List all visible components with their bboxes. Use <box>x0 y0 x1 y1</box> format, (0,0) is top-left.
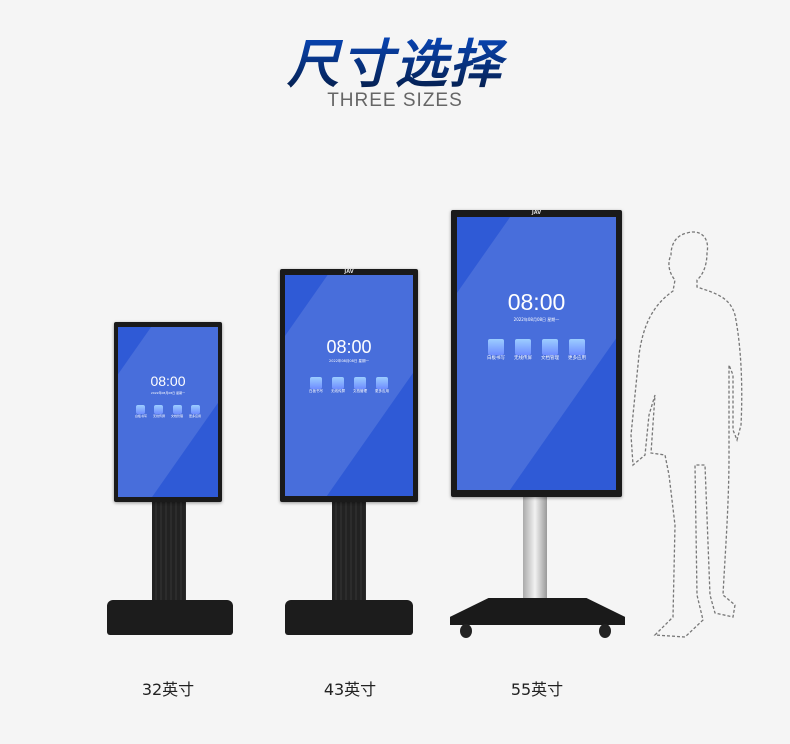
app-list: 白板书写 无线传屏 文档管理 更多应用 <box>457 339 616 361</box>
app-documents[interactable]: 文档管理 <box>171 405 183 418</box>
person-silhouette-icon <box>630 231 743 638</box>
app-whiteboard[interactable]: 白板书写 <box>487 339 505 361</box>
app-list: 白板书写 无线传屏 文档管理 更多应用 <box>285 377 413 394</box>
size-label-43: 43英寸 <box>323 680 377 699</box>
cart-base-55 <box>450 598 625 625</box>
app-list: 白板书写 无线传屏 文档管理 更多应用 <box>118 405 218 418</box>
app-screen-cast[interactable]: 无线传屏 <box>514 339 532 361</box>
size-label-32: 32英寸 <box>141 680 195 699</box>
clock-date: 2022年08月08日 星期一 <box>513 317 560 322</box>
page-title: 尺寸选择 <box>0 22 790 97</box>
app-more[interactable]: 更多应用 <box>189 405 201 418</box>
clock-time: 08:00 <box>507 289 566 315</box>
app-whiteboard[interactable]: 白板书写 <box>309 377 323 394</box>
app-more[interactable]: 更多应用 <box>568 339 586 361</box>
brand-logo: JAV <box>531 210 542 216</box>
app-documents[interactable]: 文档管理 <box>353 377 367 394</box>
clock-date: 2022年08月08日 星期一 <box>329 359 369 363</box>
display-screen: 08:00 2022年08月08日 星期一 白板书写 无线传屏 文档管理 更多应… <box>457 217 616 490</box>
clock-time: 08:00 <box>326 337 372 357</box>
app-screen-cast[interactable]: 无线传屏 <box>331 377 345 394</box>
clock-date: 2022年08月08日 星期一 <box>150 391 186 395</box>
clock-time: 08:00 <box>150 373 186 389</box>
stand-pole-32 <box>152 500 186 604</box>
display-32: 08:00 2022年08月08日 星期一 白板书写 无线传屏 文档管理 更多应… <box>114 322 222 502</box>
stand-pole-43 <box>332 500 366 604</box>
app-screen-cast[interactable]: 无线传屏 <box>153 405 165 418</box>
stand-base-32 <box>107 600 233 635</box>
size-label-55: 55英寸 <box>510 680 564 699</box>
stand-pole-55 <box>523 495 547 601</box>
app-more[interactable]: 更多应用 <box>375 377 389 394</box>
app-whiteboard[interactable]: 白板书写 <box>135 405 147 418</box>
brand-logo: JAV <box>344 269 354 275</box>
display-55: JAV 08:00 2022年08月08日 星期一 白板书写 无线传屏 文档管理… <box>451 210 622 497</box>
wheel-icon <box>460 624 472 638</box>
wheel-icon <box>599 624 611 638</box>
page-subtitle: THREE SIZES <box>327 90 463 111</box>
display-43: JAV 08:00 2022年08月08日 星期一 白板书写 无线传屏 文档管理… <box>280 269 418 502</box>
display-screen: 08:00 2022年08月08日 星期一 白板书写 无线传屏 文档管理 更多应… <box>285 275 413 496</box>
app-documents[interactable]: 文档管理 <box>541 339 559 361</box>
display-screen: 08:00 2022年08月08日 星期一 白板书写 无线传屏 文档管理 更多应… <box>118 327 218 497</box>
stand-base-43 <box>285 600 413 635</box>
